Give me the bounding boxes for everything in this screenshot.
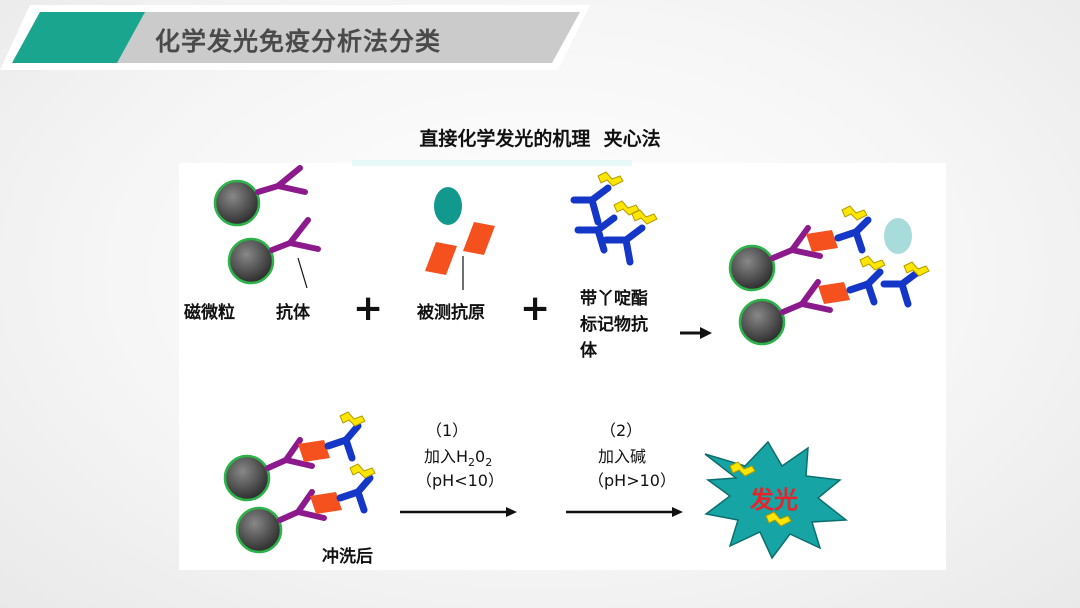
step1-number: （1） <box>426 421 468 440</box>
plus-sign-2: + <box>520 288 550 329</box>
complex-antibody-1 <box>770 225 823 261</box>
figure-top-strip <box>352 160 632 166</box>
antigen-diamond-2 <box>463 222 495 255</box>
washed-antigen-2 <box>310 492 342 514</box>
complex-particle-2 <box>738 298 786 346</box>
step1-action: 加入H202 <box>424 447 492 469</box>
complex-labeled-antibody-2 <box>846 268 884 306</box>
complex-acridinium-2 <box>859 255 886 271</box>
washed-acridinium-1 <box>339 411 366 427</box>
complex-labeled-antibody-1 <box>834 216 872 254</box>
step1-condition: （pH<10） <box>416 471 504 490</box>
acridinium-label-3 <box>631 209 658 225</box>
header-banner <box>0 5 590 70</box>
washed-antibody-1 <box>265 437 315 471</box>
reaction-arrow-step2 <box>566 507 683 517</box>
reaction-arrow-step1 <box>400 507 517 517</box>
antibody-pointer-line <box>297 257 308 289</box>
magnetic-particle-2 <box>227 237 275 285</box>
diagram-title: 直接化学发光的机理 夹心法 <box>419 128 661 150</box>
complex-antigen-2 <box>818 282 850 304</box>
complex-labeled-antibody-3 <box>880 268 922 308</box>
magnetic-particle-1 <box>213 179 261 227</box>
washed-particle-2 <box>235 506 283 554</box>
labeled-antibody-2 <box>574 214 618 254</box>
washed-acridinium-2 <box>349 463 376 479</box>
complex-antibody-2 <box>780 279 833 315</box>
complex-antigen-1 <box>806 230 838 252</box>
antigen-diamond-1 <box>425 242 457 275</box>
labeled-antibody-group <box>570 171 658 266</box>
label-antigen: 被测抗原 <box>417 302 485 323</box>
reaction-arrow-1 <box>680 327 712 339</box>
step2-condition: （pH>10） <box>588 471 676 490</box>
teal-oval-molecule <box>434 187 462 225</box>
light-burst: 发光 <box>704 440 849 560</box>
label-antibody: 抗体 <box>276 302 311 323</box>
acridinium-label-1 <box>597 171 624 187</box>
label-washed: 冲洗后 <box>322 546 373 567</box>
step2-action: 加入碱 <box>598 447 646 466</box>
label-labeled-antibody-line-3: 体 <box>580 340 598 361</box>
antibody-1 <box>255 165 308 195</box>
burst-acridinium-2 <box>765 511 792 527</box>
washed-labeled-antibody-2 <box>336 474 374 514</box>
page-title: 化学发光免疫分析法分类 <box>155 27 442 56</box>
washed-complex-group <box>223 411 376 554</box>
header-accent-block <box>12 12 145 63</box>
step2-number: （2） <box>600 421 642 440</box>
complex-acridinium-3 <box>903 261 930 277</box>
complex-teal-oval <box>884 218 912 254</box>
label-labeled-antibody-line-1: 带丫啶酯 <box>580 288 648 309</box>
antigen-group <box>425 187 495 290</box>
sandwich-complex-group <box>728 205 930 346</box>
washed-antigen-1 <box>298 440 330 462</box>
labeled-antibody-1 <box>570 184 612 226</box>
label-labeled-antibody-line-2: 标记物抗 <box>580 314 648 335</box>
antibody-2 <box>269 217 321 253</box>
burst-label: 发光 <box>749 485 798 514</box>
washed-antibody-2 <box>277 489 327 523</box>
magnetic-particle-group-top <box>213 165 321 289</box>
burst-acridinium-1 <box>729 461 756 477</box>
washed-particle-1 <box>223 454 271 502</box>
complex-acridinium-1 <box>841 205 868 221</box>
plus-sign-1: + <box>353 288 383 329</box>
washed-labeled-antibody-1 <box>324 422 362 462</box>
complex-particle-1 <box>728 244 776 292</box>
labeled-antibody-3 <box>602 224 646 266</box>
label-magnetic-particle: 磁微粒 <box>184 302 235 323</box>
